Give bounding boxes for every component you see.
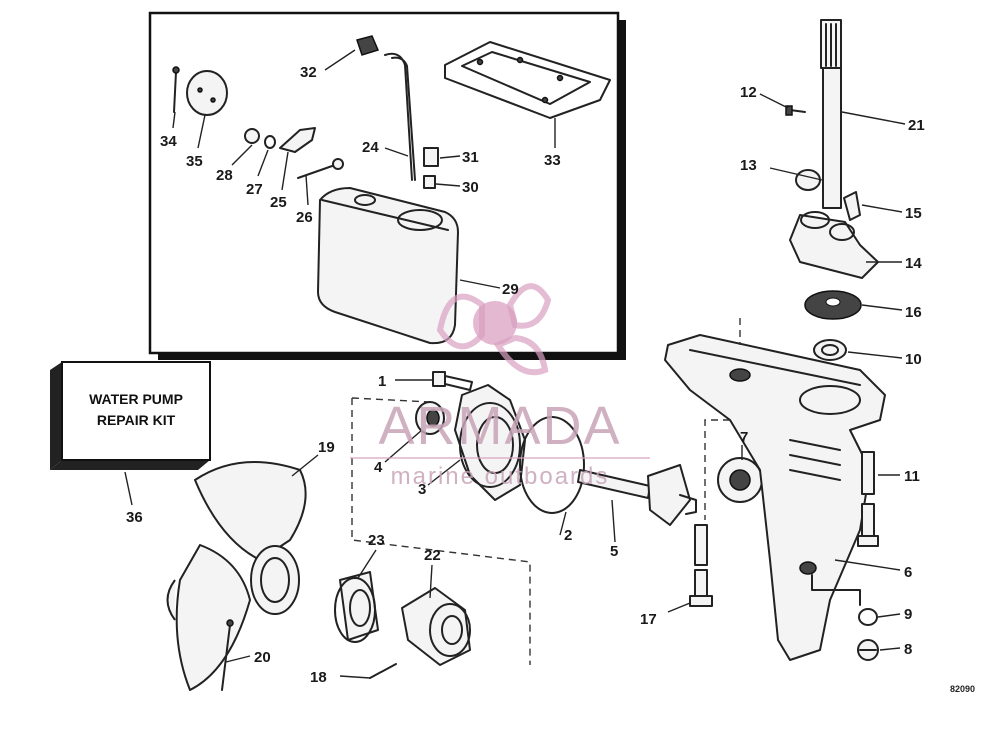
part-22-thrust-hub[interactable] <box>401 587 471 666</box>
callout-36: 36 <box>126 509 143 526</box>
callout-13: 13 <box>740 157 757 174</box>
part-31-sleeve[interactable] <box>423 147 439 167</box>
part-28-nut[interactable] <box>244 128 260 144</box>
callout-8: 8 <box>904 641 912 658</box>
part-9-washer[interactable] <box>858 608 878 626</box>
callout-11: 11 <box>904 468 920 485</box>
callout-labels: 32 34 35 28 27 25 26 24 31 30 33 29 1 4 … <box>126 64 925 686</box>
callout-25: 25 <box>270 194 287 211</box>
part-23-drive-hub[interactable] <box>334 571 379 643</box>
part-17-bolt[interactable] <box>689 524 713 607</box>
callout-34: 34 <box>160 133 177 150</box>
callout-2: 2 <box>564 527 572 544</box>
callout-31: 31 <box>462 149 479 166</box>
watermark: ARMADA marine outboards <box>350 283 650 490</box>
part-30-grommet[interactable] <box>423 175 436 189</box>
part-12-screw[interactable] <box>785 105 806 116</box>
callout-21: 21 <box>908 117 925 134</box>
part-21-drive-shaft[interactable] <box>820 19 842 209</box>
part-1-bolt[interactable] <box>432 371 473 391</box>
part-35-cover-plate[interactable] <box>186 70 228 116</box>
part-3-bearing-housing[interactable] <box>454 384 526 501</box>
part-18-shear-pin[interactable] <box>369 663 397 679</box>
callout-32: 32 <box>300 64 317 81</box>
callout-22: 22 <box>424 547 441 564</box>
leader-8-9 <box>811 574 861 606</box>
part-34-screw[interactable] <box>172 66 180 113</box>
part-29-gearcase-cover[interactable] <box>317 187 459 345</box>
part-19-propeller[interactable] <box>166 461 307 691</box>
dashed-group-outline <box>351 397 531 665</box>
callout-9: 9 <box>904 606 912 623</box>
kit-box-line2: REPAIR KIT <box>97 412 176 428</box>
inset-box <box>148 11 626 360</box>
callout-33: 33 <box>544 152 561 169</box>
watermark-tagline: marine outboards <box>391 463 610 490</box>
part-13-impeller-liner[interactable] <box>795 169 821 191</box>
part-2-o-ring[interactable] <box>519 416 585 514</box>
figure-id: 82090 <box>950 684 975 694</box>
callout-29: 29 <box>502 281 519 298</box>
callout-7: 7 <box>740 429 748 446</box>
part-11-stud[interactable] <box>857 451 879 547</box>
callout-10: 10 <box>905 351 922 368</box>
callout-30: 30 <box>462 179 479 196</box>
part-15-screw[interactable] <box>843 191 861 221</box>
callout-16: 16 <box>905 304 922 321</box>
callout-23: 23 <box>368 532 385 549</box>
part-16-impeller[interactable] <box>804 290 862 320</box>
part-32-clip[interactable] <box>356 35 380 56</box>
callout-20: 20 <box>254 649 271 666</box>
callout-19: 19 <box>318 439 335 456</box>
callout-18: 18 <box>310 669 327 686</box>
callout-14: 14 <box>905 255 922 272</box>
dashed-guide-17 <box>704 419 730 520</box>
callout-4: 4 <box>374 459 383 476</box>
part-4-seal[interactable] <box>415 401 445 435</box>
part-10-seal[interactable] <box>813 339 847 361</box>
callout-24: 24 <box>362 139 379 156</box>
part-24-water-tube[interactable] <box>384 52 416 181</box>
leader-lines <box>124 49 906 679</box>
part-27-washer[interactable] <box>264 135 276 149</box>
part-33-gasket[interactable] <box>444 41 611 119</box>
part-8-drain-plug[interactable] <box>857 639 879 661</box>
callout-6: 6 <box>904 564 912 581</box>
part-25-bracket[interactable] <box>279 127 316 153</box>
callout-12: 12 <box>740 84 757 101</box>
kit-box: WATER PUMP REPAIR KIT <box>50 361 211 470</box>
callout-17: 17 <box>640 611 657 628</box>
callout-28: 28 <box>216 167 233 184</box>
callout-35: 35 <box>186 153 203 170</box>
callout-26: 26 <box>296 209 313 226</box>
part-6-gearcase[interactable] <box>664 334 886 661</box>
part-20-cotter-pin[interactable] <box>221 619 234 691</box>
callout-5: 5 <box>610 543 618 560</box>
callout-1: 1 <box>378 373 386 390</box>
callout-15: 15 <box>905 205 922 222</box>
part-7-pinion-gear[interactable] <box>717 457 763 503</box>
part-14-pump-housing[interactable] <box>789 211 879 279</box>
watermark-brand: ARMADA <box>378 396 621 456</box>
part-5-propeller-shaft[interactable] <box>577 464 697 526</box>
callout-27: 27 <box>246 181 263 198</box>
callout-3: 3 <box>418 481 426 498</box>
part-26-bolt[interactable] <box>297 158 344 179</box>
kit-box-line1: WATER PUMP <box>89 391 183 407</box>
